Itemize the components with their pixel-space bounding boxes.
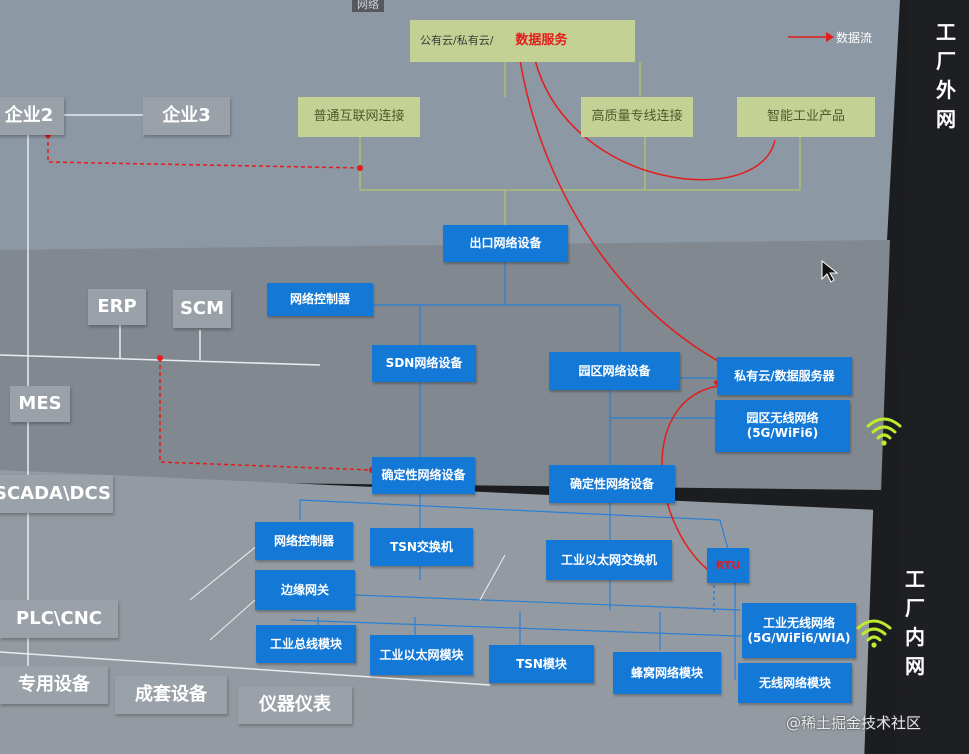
- side-char: 厂: [905, 596, 925, 620]
- rtu-node: RTU: [707, 548, 749, 583]
- wifi-icon: [866, 417, 902, 446]
- deterministic-device-right: 确定性网络设备: [549, 465, 675, 503]
- tsn-module: TSN模块: [489, 645, 594, 683]
- cloud-public-private-label: 公有云/私有云/: [420, 34, 494, 48]
- right-dark-panel: [895, 0, 969, 754]
- premium-dedicated-link: 高质量专线连接: [581, 97, 693, 137]
- window-tab-label: 网络: [352, 0, 384, 12]
- tsn-switch: TSN交换机: [370, 528, 473, 566]
- network-controller-top: 网络控制器: [267, 283, 373, 316]
- campus-network-device: 园区网络设备: [549, 352, 680, 390]
- industrial-ethernet-module: 工业以太网模块: [370, 635, 473, 675]
- cellular-network-module: 蜂窝网络模块: [613, 652, 721, 694]
- sdn-network-device: SDN网络设备: [372, 345, 476, 382]
- side-char: 网: [905, 654, 925, 678]
- cloud-data-service-label: 数据服务: [515, 32, 568, 48]
- plc-cnc-system: PLC\CNC: [0, 600, 118, 638]
- wireless-network-module: 无线网络模块: [738, 663, 852, 703]
- enterprise-3: 企业3: [143, 97, 230, 135]
- instruments: 仪器仪表: [238, 686, 352, 724]
- legend-data-flow-label: 数据流: [836, 31, 873, 45]
- side-label-outside: 工 厂 外 网: [934, 18, 958, 134]
- wifi-icon: [856, 619, 892, 648]
- smart-industrial-products: 智能工业产品: [737, 97, 875, 137]
- side-char: 网: [936, 107, 956, 131]
- side-label-inside: 工 厂 内 网: [903, 565, 927, 681]
- deterministic-device-left: 确定性网络设备: [372, 457, 475, 494]
- campus-wireless-network: 园区无线网络 (5G/WiFi6): [715, 400, 850, 452]
- scm-system: SCM: [173, 290, 231, 328]
- erp-system: ERP: [88, 289, 146, 325]
- side-char: 厂: [936, 49, 956, 73]
- side-char: 内: [905, 625, 925, 649]
- mouse-cursor-icon: [821, 260, 839, 283]
- side-char: 工: [936, 20, 956, 44]
- side-char: 外: [936, 78, 956, 102]
- egress-network-device: 出口网络设备: [443, 225, 568, 262]
- network-controller-bottom: 网络控制器: [255, 522, 353, 560]
- scada-dcs-system: SCADA\DCS: [0, 475, 113, 513]
- special-equipment: 专用设备: [0, 666, 108, 704]
- suite-equipment: 成套设备: [115, 676, 227, 714]
- enterprise-2: 企业2: [0, 97, 64, 135]
- side-char: 工: [905, 567, 925, 591]
- industrial-wireless-network: 工业无线网络 (5G/WiFi6/WIA): [742, 603, 856, 658]
- private-cloud-data-server: 私有云/数据服务器: [717, 357, 852, 395]
- mes-system: MES: [10, 386, 70, 422]
- watermark-text: @稀土掘金技术社区: [786, 714, 922, 732]
- industrial-ethernet-switch: 工业以太网交换机: [546, 540, 672, 580]
- normal-internet-link: 普通互联网连接: [298, 97, 420, 137]
- cloud-box: 公有云/私有云/ 数据服务: [410, 20, 635, 62]
- edge-gateway: 边缘网关: [255, 570, 355, 610]
- industrial-bus-module: 工业总线模块: [256, 625, 356, 663]
